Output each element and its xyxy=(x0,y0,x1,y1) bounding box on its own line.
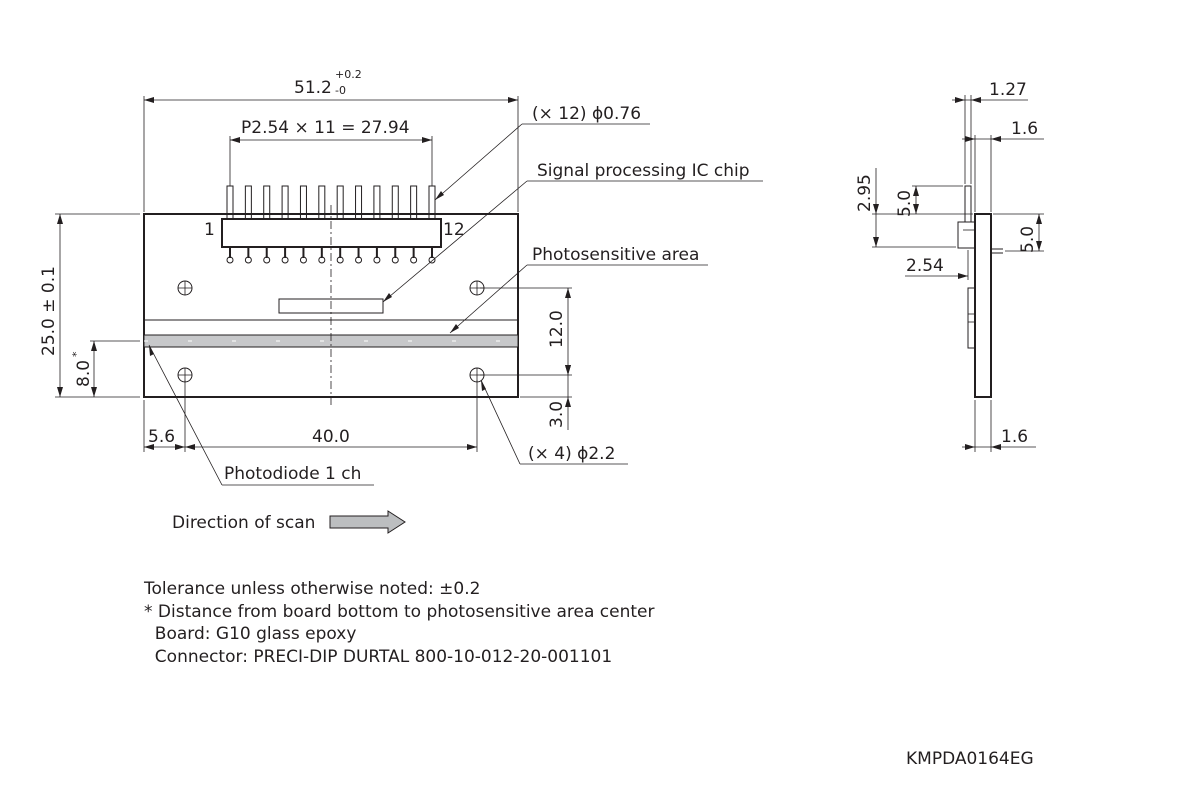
leader-hole-diameter xyxy=(480,379,628,465)
height-value: 25.0 ± 0.1 xyxy=(39,266,59,356)
photosensitive-label: Photosensitive area xyxy=(532,245,699,265)
connector-pin xyxy=(355,185,363,220)
connector-pin xyxy=(391,185,399,220)
scan-direction-label: Direction of scan xyxy=(172,513,315,533)
photodiode-label: Photodiode 1 ch xyxy=(224,464,361,484)
side-view: 1.27 1.6 2.95 5.0 xyxy=(855,80,1044,452)
dim-side-pin-width xyxy=(952,95,1028,184)
side-pin-width-value: 1.27 xyxy=(989,80,1027,100)
connector-pin xyxy=(410,185,418,220)
hole-offset-bottom-value: 3.0 xyxy=(547,401,567,428)
hole-spacing-h-value: 40.0 xyxy=(312,427,350,447)
note-board: Board: G10 glass epoxy xyxy=(144,624,357,644)
dim-pin-pitch xyxy=(229,136,433,186)
pin-label-last: 12 xyxy=(443,220,465,240)
connector-pin xyxy=(336,185,344,220)
connector-pin-end xyxy=(263,256,271,264)
side-sensor xyxy=(967,287,976,349)
pin-label-first: 1 xyxy=(204,220,215,240)
pa-height-value: 8.0 xyxy=(74,360,94,387)
connector-pin-end xyxy=(244,256,252,264)
pin-diameter-label: (× 12) ϕ0.76 xyxy=(532,104,641,124)
connector-pin-end xyxy=(391,256,399,264)
notes-block: Tolerance unless otherwise noted: ±0.2* … xyxy=(144,578,654,668)
dim-side-board-thickness xyxy=(962,400,1036,452)
connector-body xyxy=(221,218,442,248)
dim-height xyxy=(55,213,140,398)
dim-side-pin-offset xyxy=(905,250,969,280)
side-board xyxy=(974,213,992,398)
connector-pin-end xyxy=(318,256,326,264)
dim-overall-width xyxy=(143,96,519,212)
note-asterisk: * Distance from board bottom to photosen… xyxy=(144,601,655,622)
hole-offset-left-value: 5.6 xyxy=(148,427,175,447)
connector-pin-end xyxy=(281,256,289,264)
overall-width-tol-lower: -0 xyxy=(335,84,346,97)
note-connector: Connector: PRECI-DIP DURTAL 800-10-012-2… xyxy=(144,646,613,667)
connector-pin-end xyxy=(226,256,234,264)
overall-width-tol-upper: +0.2 xyxy=(335,68,362,81)
ic-chip-label: Signal processing IC chip xyxy=(537,161,750,181)
side-board-thickness-value: 1.6 xyxy=(1001,427,1028,447)
side-height-c-value: 5.0 xyxy=(1018,226,1038,253)
connector-pin-end xyxy=(355,256,363,264)
connector-pin-end xyxy=(299,256,307,264)
connector-pin xyxy=(318,185,326,220)
connector-pin xyxy=(281,185,289,220)
side-connector-value: 1.6 xyxy=(1011,119,1038,139)
dim-side-connector xyxy=(962,135,1044,212)
connector-pin-end xyxy=(410,256,418,264)
dim-pa-height xyxy=(90,340,140,397)
dim-side-height-right xyxy=(993,213,1044,252)
pin-pitch-value: P2.54 × 11 = 27.94 xyxy=(241,118,410,138)
leader-pin-diameter xyxy=(434,123,650,201)
connector-pin xyxy=(263,185,271,220)
hole-spacing-v-value: 12.0 xyxy=(547,310,567,348)
drawing-code: KMPDA0164EG xyxy=(906,749,1034,769)
side-height-a-value: 2.95 xyxy=(855,174,875,212)
connector-pin-end xyxy=(428,256,436,264)
connector-pin xyxy=(373,185,381,220)
leader-photodiode xyxy=(148,344,374,486)
front-view: 1 12 51.2 +0.2 xyxy=(39,68,763,534)
leader-photosensitive xyxy=(449,264,708,334)
side-connector-body xyxy=(957,221,976,249)
dim-hole-spacing-v xyxy=(480,287,572,430)
pa-height-note-mark: * xyxy=(70,351,83,357)
side-height-b-value: 5.0 xyxy=(895,190,915,217)
connector-pins xyxy=(226,185,436,264)
connector-pin xyxy=(244,185,252,220)
dim-side-height-left xyxy=(872,168,973,248)
overall-width-value: 51.2 xyxy=(294,78,332,98)
connector-pin-end xyxy=(373,256,381,264)
scan-direction-arrow-icon xyxy=(329,510,406,534)
side-pin-offset-value: 2.54 xyxy=(906,256,944,276)
side-connector-pin xyxy=(964,185,972,223)
leader-ic-chip xyxy=(382,180,763,303)
note-tolerance: Tolerance unless otherwise noted: ±0.2 xyxy=(144,579,481,599)
connector-pin-end xyxy=(336,256,344,264)
hole-diameter-label: (× 4) ϕ2.2 xyxy=(528,444,615,464)
connector-pin xyxy=(299,185,307,220)
dim-hole-spacing-h xyxy=(143,380,478,452)
